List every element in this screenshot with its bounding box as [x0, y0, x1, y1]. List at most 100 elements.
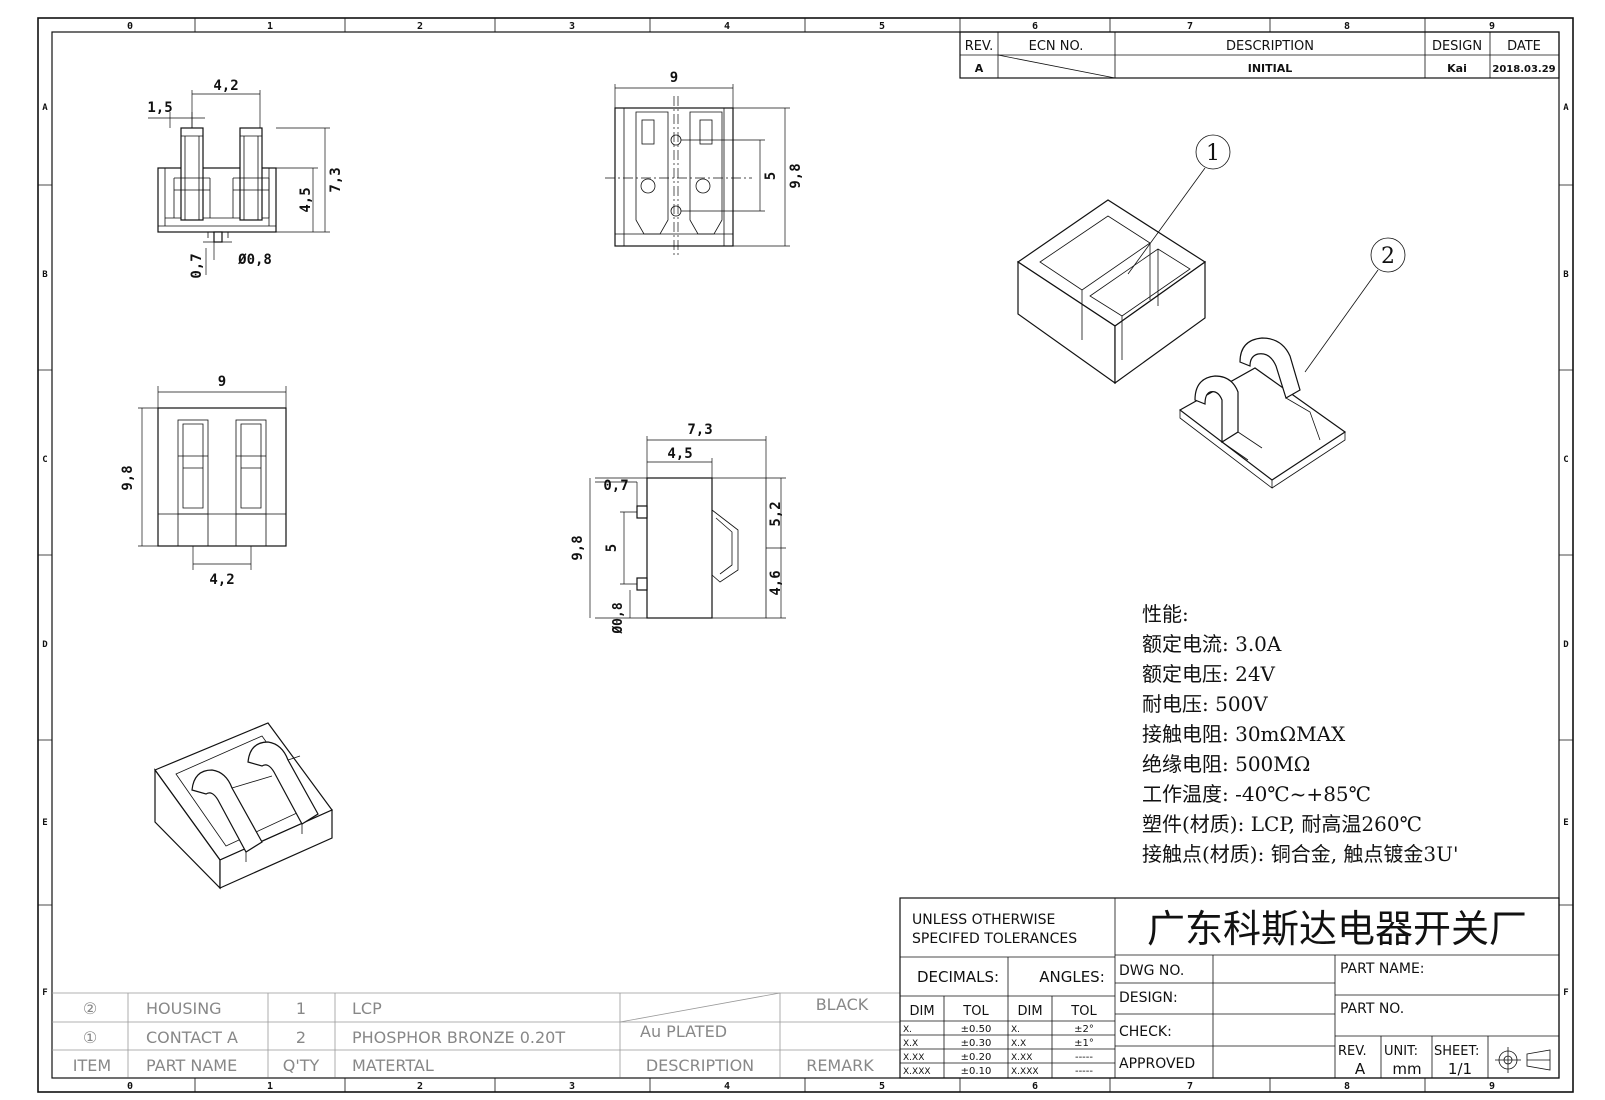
- rev-header: REV.: [965, 39, 994, 54]
- dim-label: Ø0,8: [611, 602, 626, 634]
- row-label: C: [42, 455, 47, 465]
- balloon-1: [1127, 134, 1231, 275]
- spec-line: 接触电阻: 30mΩMAX: [1142, 722, 1346, 746]
- dim-label: 4,2: [213, 78, 238, 94]
- balloon-2: [1304, 237, 1406, 373]
- tol-dim: X.: [1011, 1025, 1020, 1035]
- tol-value: ±0.10: [961, 1066, 992, 1077]
- tol-header: TOL: [962, 1004, 989, 1019]
- bom-qty: 2: [296, 1028, 306, 1047]
- col-label: 3: [569, 21, 575, 32]
- col-label: 6: [1032, 21, 1038, 32]
- part-no-label: PART NO.: [1340, 1001, 1404, 1017]
- tol-value: ±1°: [1074, 1038, 1094, 1049]
- col-label: 4: [724, 21, 730, 32]
- bom-part-name: CONTACT A: [146, 1028, 238, 1047]
- sheet-value: 1/1: [1448, 1060, 1472, 1078]
- dim-label: 0,7: [603, 478, 628, 494]
- dim-header: DIM: [909, 1004, 934, 1019]
- spec-heading: 性能:: [1142, 602, 1189, 626]
- bom-header-material: MATERTAL: [352, 1056, 434, 1075]
- decimals-label: DECIMALS:: [917, 968, 999, 986]
- bom-header-remark: REMARK: [806, 1056, 874, 1075]
- col-label: 3: [569, 1081, 575, 1092]
- dim-label: 0,7: [189, 253, 205, 278]
- tol-value: -----: [1075, 1052, 1093, 1063]
- rev-label: REV.: [1338, 1044, 1367, 1059]
- design-value: Kai: [1447, 62, 1467, 75]
- col-label: 8: [1344, 21, 1350, 32]
- spec-line: 耐电压: 500V: [1142, 692, 1268, 716]
- bom-header-description: DESCRIPTION: [646, 1056, 754, 1075]
- bom-header-item: ITEM: [73, 1056, 111, 1075]
- dwg-no-label: DWG NO.: [1119, 963, 1184, 979]
- tol-dim: X.XXX: [1011, 1067, 1039, 1077]
- bom-material: LCP: [352, 999, 382, 1018]
- dim-label: 5: [763, 172, 779, 180]
- bom-qty: 1: [296, 999, 306, 1018]
- dim-label: 9,8: [788, 163, 804, 188]
- specifications: 性能: 额定电流: 3.0A 额定电压: 24V 耐电压: 500V 接触电阻:…: [1142, 602, 1459, 866]
- bom-remark: BLACK: [816, 995, 869, 1014]
- title-block: [899, 897, 1560, 1079]
- isometric-housing: [1016, 199, 1207, 385]
- col-label: 5: [879, 21, 885, 32]
- design-label: DESIGN:: [1119, 990, 1178, 1006]
- tol-value: ±0.50: [961, 1024, 992, 1035]
- row-label: B: [1563, 270, 1569, 280]
- ecn-header: ECN NO.: [1029, 39, 1084, 54]
- tol-dim: X.XX: [903, 1053, 924, 1063]
- tol-dim: X.XX: [1011, 1053, 1032, 1063]
- sheet-label: SHEET:: [1434, 1044, 1479, 1059]
- dim-label: 4,6: [768, 570, 784, 595]
- bom-table: [52, 992, 900, 1079]
- dim-label: 4,5: [298, 187, 314, 212]
- tol-dim: X.XXX: [903, 1067, 931, 1077]
- check-label: CHECK:: [1119, 1024, 1172, 1040]
- spec-line: 额定电压: 24V: [1142, 662, 1276, 686]
- bom-material: PHOSPHOR BRONZE 0.20T: [352, 1028, 565, 1047]
- col-label: 9: [1489, 21, 1495, 32]
- column-labels-bottom: 0 1 2 3 4 5 6 7 8 9: [127, 1081, 1495, 1092]
- row-label: F: [42, 988, 47, 998]
- row-labels-right: A B C D E F: [1563, 103, 1569, 998]
- spec-line: 额定电流: 3.0A: [1142, 632, 1282, 656]
- dim-header: DIM: [1017, 1004, 1042, 1019]
- bom-description: Au PLATED: [640, 1022, 727, 1041]
- date-header: DATE: [1507, 39, 1541, 54]
- row-label: D: [42, 640, 48, 650]
- row-label: E: [1563, 818, 1568, 828]
- row-label: D: [1563, 640, 1569, 650]
- col-label: 1: [267, 21, 273, 32]
- balloon-2-label: 2: [1381, 244, 1395, 269]
- unit-value: mm: [1392, 1060, 1421, 1078]
- dim-label: 9,8: [120, 465, 136, 490]
- col-label: 6: [1032, 1081, 1038, 1092]
- balloon-1-label: 1: [1206, 141, 1220, 166]
- col-label: 0: [127, 21, 133, 32]
- col-label: 7: [1187, 21, 1193, 32]
- row-labels-left: A B C D E F: [42, 103, 48, 998]
- dim-label: 7,3: [328, 167, 344, 192]
- approved-label: APPROVED: [1119, 1056, 1195, 1072]
- bom-part-name: HOUSING: [146, 999, 222, 1018]
- isometric-contacts: [1178, 337, 1347, 489]
- row-label: A: [42, 103, 48, 113]
- tol-header: TOL: [1070, 1004, 1097, 1019]
- col-label: 4: [724, 1081, 730, 1092]
- col-label: 0: [127, 1081, 133, 1092]
- col-label: 1: [267, 1081, 273, 1092]
- tol-value: ±2°: [1074, 1024, 1094, 1035]
- dim-label: 4,2: [209, 572, 234, 588]
- dim-label: 4,5: [667, 446, 692, 462]
- dim-label: 7,3: [687, 422, 712, 438]
- dim-label: 9: [218, 374, 226, 390]
- col-label: 2: [417, 21, 423, 32]
- company-name: 广东科斯达电器开关厂: [1147, 907, 1527, 951]
- row-label: F: [1563, 988, 1568, 998]
- tol-dim: X.X: [1011, 1039, 1026, 1049]
- tol-dim: X.X: [903, 1039, 918, 1049]
- bom-item: ①: [83, 1028, 97, 1047]
- spec-line: 绝缘电阻: 500MΩ: [1142, 752, 1310, 776]
